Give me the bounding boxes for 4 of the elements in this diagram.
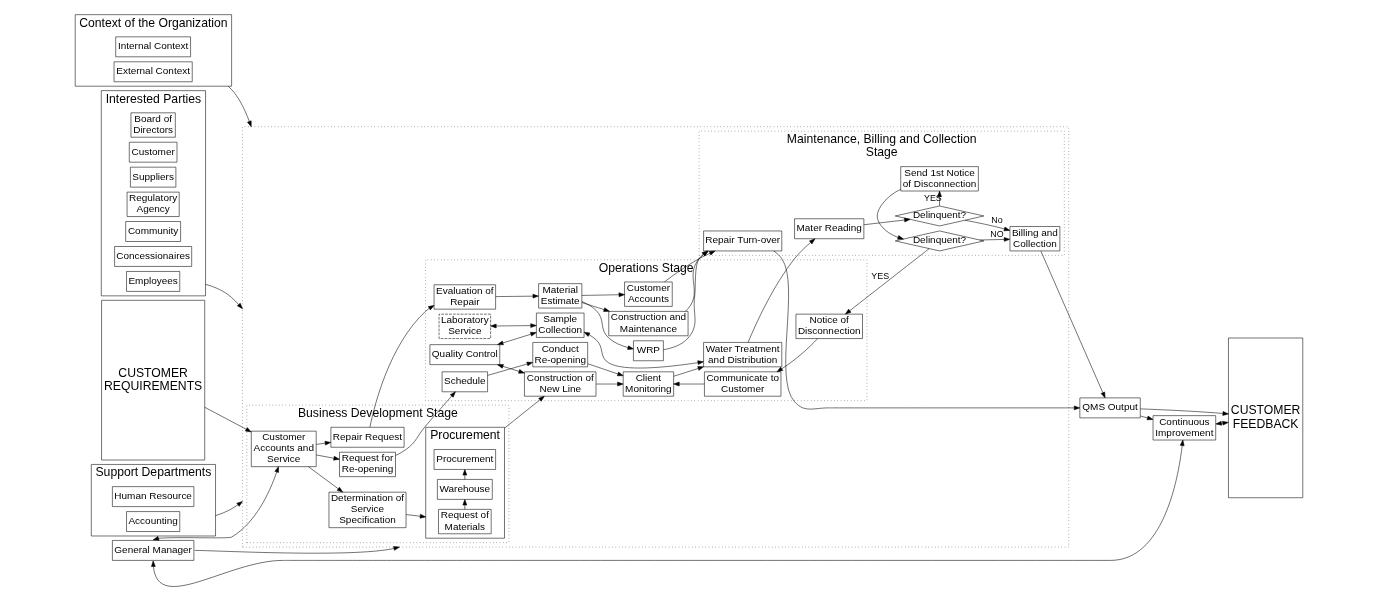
edge-label: YES — [923, 192, 942, 203]
edge-label: YES — [870, 270, 889, 281]
edge-label: NO — [989, 228, 1004, 239]
edge-label: No — [990, 214, 1003, 225]
